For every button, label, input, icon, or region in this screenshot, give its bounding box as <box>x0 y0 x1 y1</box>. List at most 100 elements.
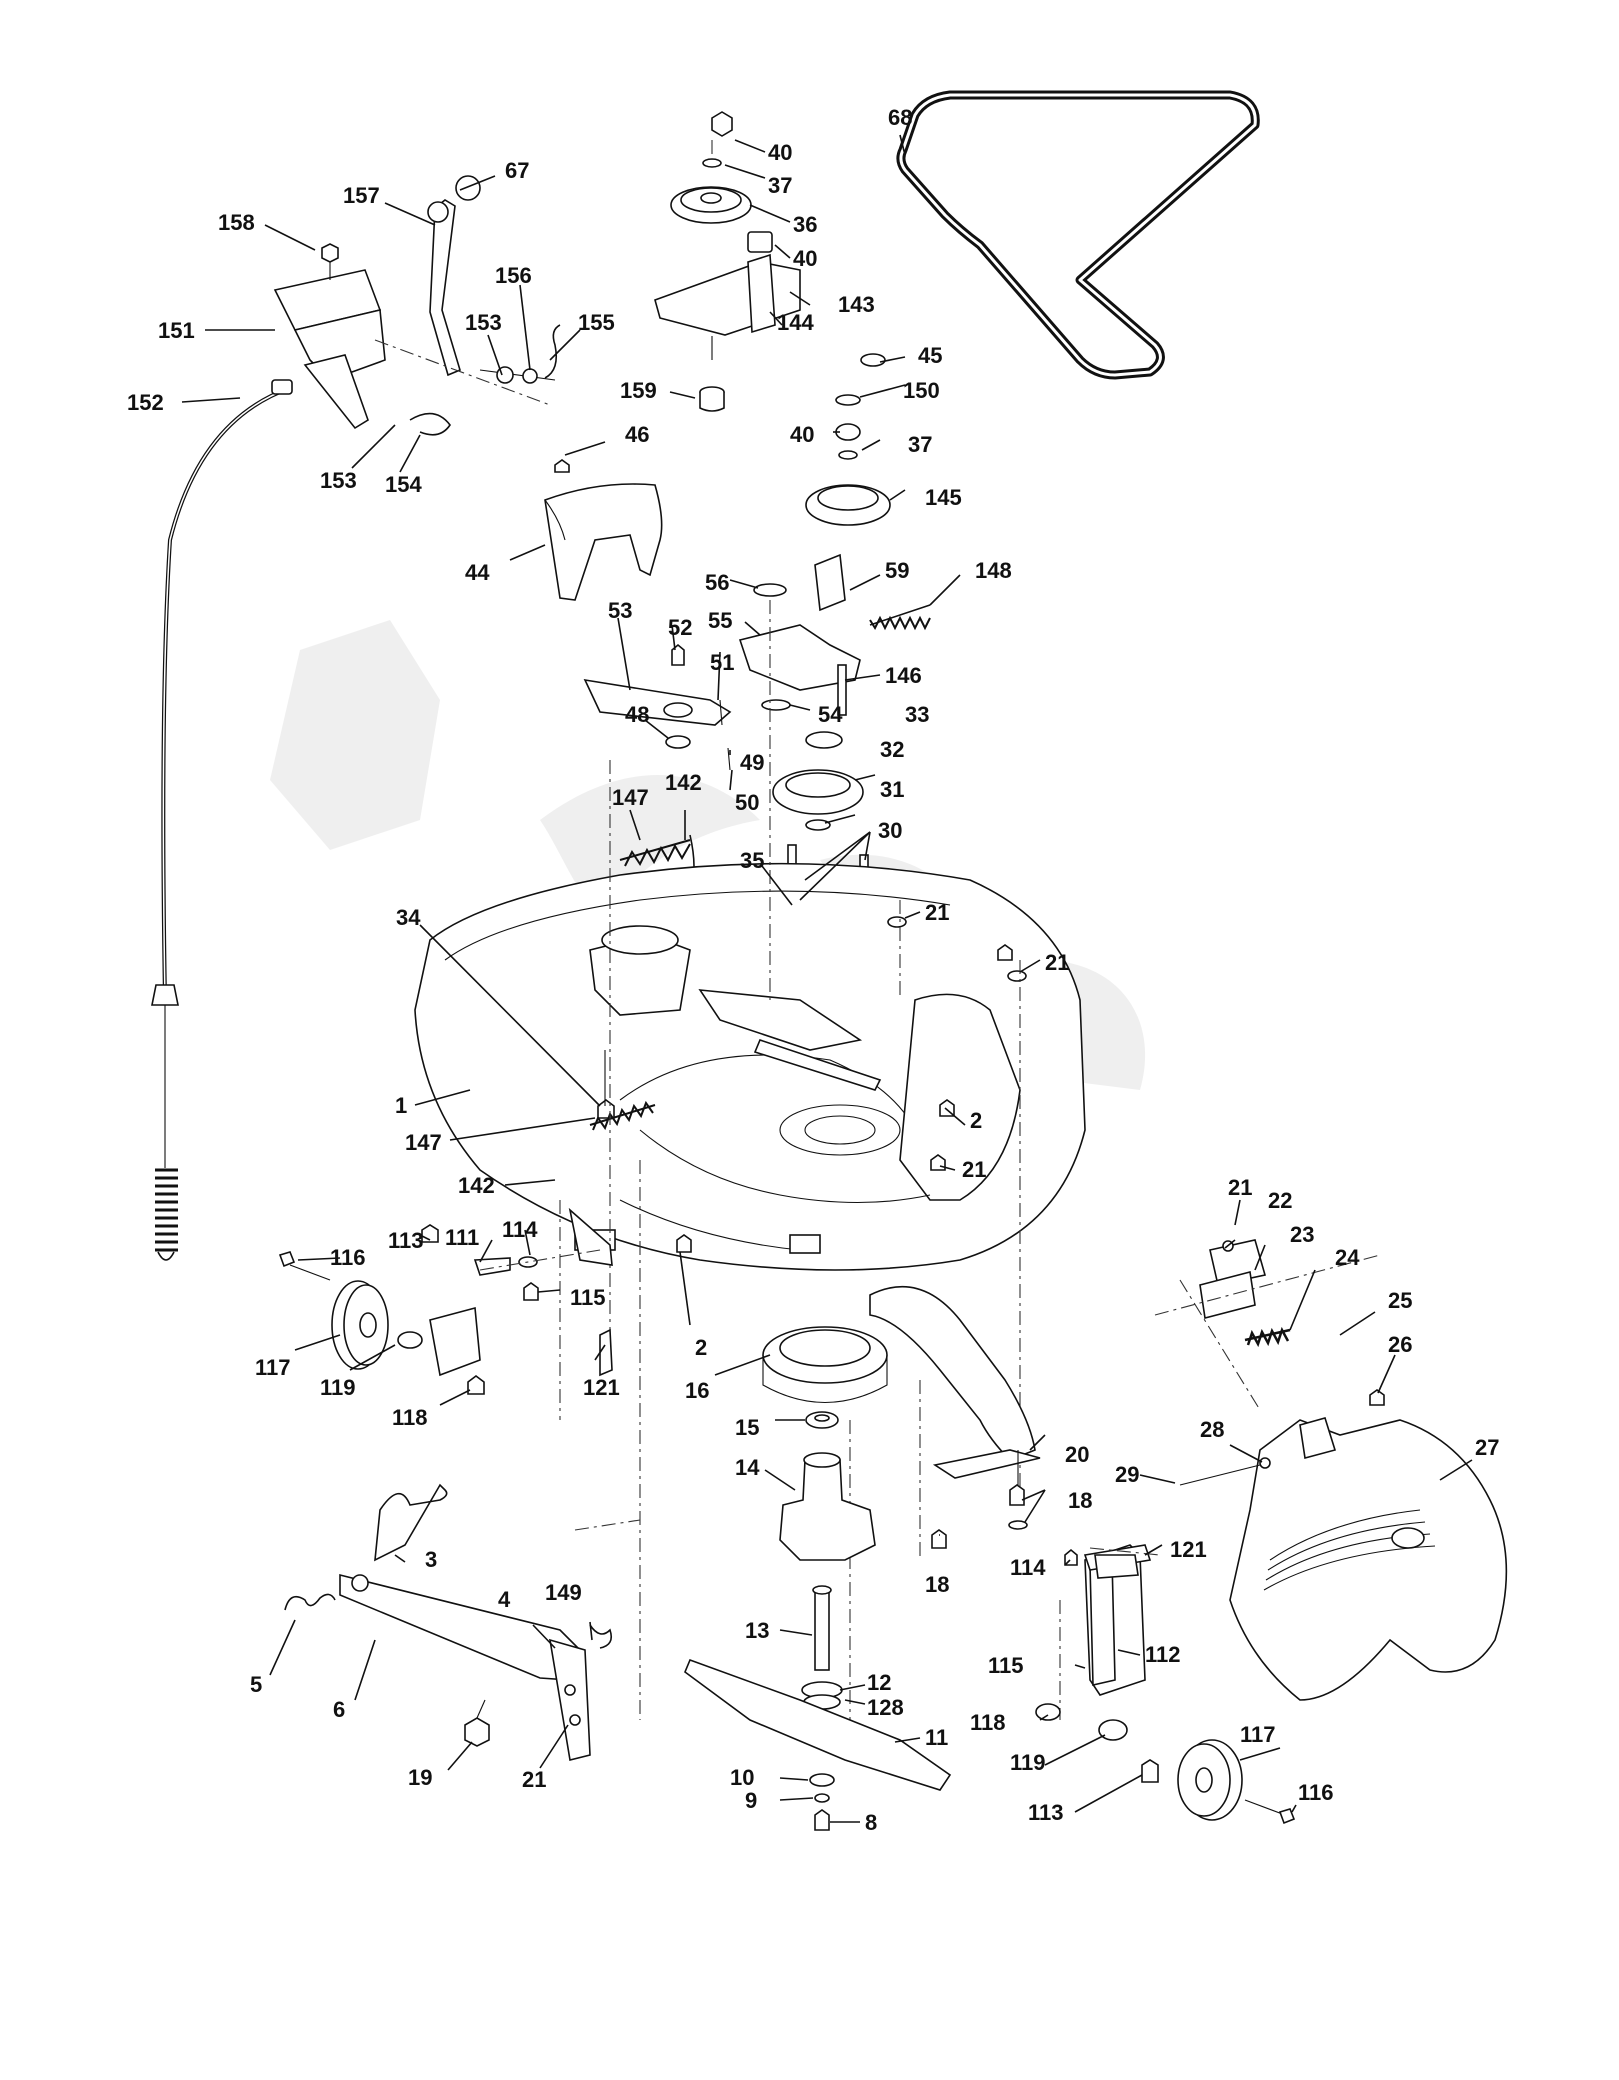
callout-153: 153 <box>465 310 502 335</box>
callout-146: 146 <box>885 663 922 688</box>
callout-52: 52 <box>668 615 692 640</box>
callout-157: 157 <box>343 183 380 208</box>
callout-19: 19 <box>408 1765 432 1790</box>
callout-13: 13 <box>745 1618 769 1643</box>
callout-55: 55 <box>708 608 732 633</box>
callout-31: 31 <box>880 777 904 802</box>
callout-113: 113 <box>388 1228 424 1253</box>
callout-33: 33 <box>905 702 929 727</box>
callout-24: 24 <box>1335 1245 1360 1270</box>
callout-3: 3 <box>425 1547 437 1572</box>
callout-118: 118 <box>970 1710 1006 1735</box>
callout-114: 114 <box>502 1217 538 1242</box>
callout-10: 10 <box>730 1765 754 1790</box>
callout-149: 149 <box>545 1580 582 1605</box>
callout-27: 27 <box>1475 1435 1499 1460</box>
belt-68 <box>896 90 1260 380</box>
callout-23: 23 <box>1290 1222 1314 1247</box>
callout-37: 37 <box>908 432 932 457</box>
gauge-wheel-left <box>278 1207 613 1395</box>
callout-18: 18 <box>925 1572 949 1597</box>
callout-21: 21 <box>1045 950 1069 975</box>
callout-11: 11 <box>925 1725 948 1750</box>
callout-121: 121 <box>1170 1537 1207 1562</box>
callout-159: 159 <box>620 378 657 403</box>
callout-37: 37 <box>768 173 792 198</box>
callout-46: 46 <box>625 422 649 447</box>
idler-bracket-53 <box>583 643 732 771</box>
callout-35: 35 <box>740 848 764 873</box>
callout-142: 142 <box>665 770 702 795</box>
callout-150: 150 <box>903 378 940 403</box>
callout-154: 154 <box>385 472 422 497</box>
leader-lines <box>181 134 1473 1823</box>
callout-117: 117 <box>255 1355 291 1380</box>
callout-21: 21 <box>522 1767 546 1792</box>
callout-5: 5 <box>250 1672 262 1697</box>
callout-119: 119 <box>320 1375 356 1400</box>
callout-18: 18 <box>1068 1488 1092 1513</box>
callout-45: 45 <box>918 343 942 368</box>
callout-2: 2 <box>970 1108 982 1133</box>
callout-6: 6 <box>333 1697 345 1722</box>
callout-148: 148 <box>975 558 1012 583</box>
callout-115: 115 <box>988 1653 1024 1678</box>
callout-labels: 68 40 37 36 40 143 144 159 67 157 158 15… <box>127 105 1499 1835</box>
callout-20: 20 <box>1065 1442 1089 1467</box>
callout-111: 111 <box>445 1225 479 1250</box>
callout-26: 26 <box>1388 1332 1412 1357</box>
lift-lever-assembly <box>273 175 561 436</box>
callout-155: 155 <box>578 310 615 335</box>
callout-114: 114 <box>1010 1555 1046 1580</box>
callout-158: 158 <box>218 210 255 235</box>
callout-1: 1 <box>395 1093 407 1118</box>
callout-9: 9 <box>745 1788 757 1813</box>
callout-34: 34 <box>396 905 421 930</box>
front-hanger-assembly <box>284 1483 641 1761</box>
callout-25: 25 <box>1388 1288 1412 1313</box>
callout-113: 113 <box>1028 1800 1064 1825</box>
callout-12: 12 <box>867 1670 891 1695</box>
callout-147: 147 <box>405 1130 442 1155</box>
callout-147: 147 <box>612 785 649 810</box>
callout-143: 143 <box>838 292 875 317</box>
callout-14: 14 <box>735 1455 760 1480</box>
callout-29: 29 <box>1115 1462 1139 1487</box>
callout-40: 40 <box>768 140 792 165</box>
callout-54: 54 <box>818 702 843 727</box>
callout-152: 152 <box>127 390 164 415</box>
callout-156: 156 <box>495 263 532 288</box>
callout-28: 28 <box>1200 1417 1224 1442</box>
callout-144: 144 <box>777 310 814 335</box>
callout-119: 119 <box>1010 1750 1046 1775</box>
callout-2: 2 <box>695 1335 707 1360</box>
mower-deck-1 <box>414 862 1086 1271</box>
callout-22: 22 <box>1268 1188 1292 1213</box>
callout-115: 115 <box>570 1285 606 1310</box>
callout-40: 40 <box>790 422 814 447</box>
callout-117: 117 <box>1240 1722 1276 1747</box>
idler-pulley-assembly-top <box>654 111 801 412</box>
callout-59: 59 <box>885 558 909 583</box>
callout-51: 51 <box>710 650 734 675</box>
spindle-assembly <box>684 1326 952 1831</box>
callout-116: 116 <box>330 1245 366 1270</box>
belt-cover-44 <box>544 459 663 601</box>
callout-44: 44 <box>465 560 490 585</box>
callout-116: 116 <box>1298 1780 1334 1805</box>
callout-8: 8 <box>865 1810 877 1835</box>
callout-68: 68 <box>888 105 912 130</box>
callout-67: 67 <box>505 158 529 183</box>
callout-56: 56 <box>705 570 729 595</box>
callout-36: 36 <box>793 212 817 237</box>
idler-arm-assembly <box>738 353 931 931</box>
callout-153: 153 <box>320 468 357 493</box>
discharge-chute-27 <box>1154 1239 1508 1701</box>
callout-40: 40 <box>793 246 817 271</box>
callout-121: 121 <box>583 1375 620 1400</box>
callout-21: 21 <box>962 1157 986 1182</box>
callout-128: 128 <box>867 1695 904 1720</box>
callout-15: 15 <box>735 1415 759 1440</box>
callout-112: 112 <box>1145 1642 1181 1667</box>
callout-4: 4 <box>498 1587 511 1612</box>
